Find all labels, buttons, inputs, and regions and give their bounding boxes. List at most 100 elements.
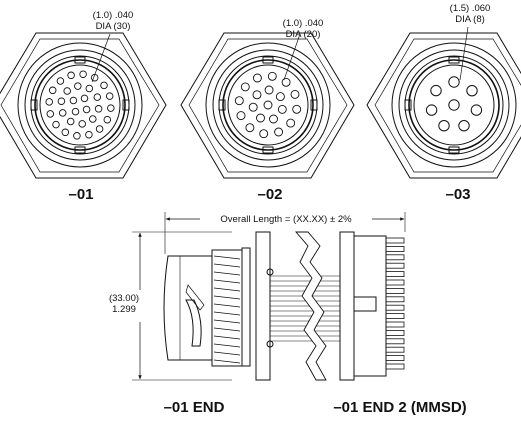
contact-pin [425, 104, 438, 116]
contact-pin [48, 86, 57, 95]
mmsd-contact [385, 355, 405, 362]
mmsd-contact [385, 313, 405, 320]
callout-02-line2: DIA (20) [286, 29, 321, 40]
ring-3 [218, 55, 318, 155]
contact-pin [281, 77, 291, 87]
contact-pin [82, 105, 91, 114]
outer-ring [17, 42, 143, 168]
contact-pin [275, 92, 285, 102]
contact-pin [57, 97, 66, 105]
ring-2 [24, 49, 136, 161]
contact-pin [94, 105, 103, 113]
wire-break [295, 231, 327, 381]
front-view-03 [366, 32, 521, 179]
contact-pin [240, 82, 250, 92]
end-label-left: –01 END [164, 399, 225, 416]
end-label-right: –01 END 2 (MMSD) [333, 399, 466, 416]
thread-line [213, 327, 241, 332]
contact-pin [100, 81, 108, 90]
contact-pin [107, 104, 115, 112]
height-inch: 1.299 [112, 304, 136, 315]
contact-pin [466, 85, 478, 97]
contact-pin [63, 87, 71, 95]
thread-line [213, 343, 241, 348]
contact-pin [269, 114, 278, 124]
contact-pin [430, 84, 442, 97]
contact-pin [61, 128, 70, 137]
key-top [74, 56, 86, 64]
contact-pin [89, 115, 97, 123]
contact-pin [66, 117, 75, 126]
mmsd-contact [385, 329, 405, 336]
key-top [262, 56, 274, 64]
ring-4 [222, 59, 314, 151]
key-right [122, 99, 130, 111]
contact-pin [58, 109, 67, 117]
callout-02-line1: (1.0) .040 [283, 18, 324, 29]
callout-01-line2: DIA (30) [96, 21, 131, 32]
thread-line [213, 255, 241, 260]
wire-bundle [270, 275, 340, 342]
mmsd-contact [385, 245, 405, 252]
thread-line [213, 319, 241, 324]
contact-pin [79, 70, 87, 78]
callout-leaders [91, 26, 469, 83]
hex-nut-outline [366, 32, 521, 179]
hex-nut-inner [374, 38, 521, 173]
contact-pin [73, 132, 81, 140]
ring-4 [34, 59, 126, 151]
ring-2 [398, 49, 510, 161]
contact-pin [292, 104, 302, 114]
contact-pin [267, 71, 277, 81]
contact-pin [458, 120, 470, 132]
key-bottom [74, 146, 86, 154]
mmsd-contact [385, 304, 405, 311]
plug-key-slot [185, 284, 205, 311]
key-bottom [262, 146, 274, 154]
callout-03-line2: DIA (8) [455, 14, 485, 25]
contact-pin [105, 92, 114, 100]
hex-nut-outline [180, 32, 355, 179]
thread-line [213, 295, 241, 300]
contact-pin [46, 110, 55, 118]
coupling-ring [211, 249, 243, 367]
mmsd-contact [385, 237, 405, 244]
insert-face [413, 64, 495, 146]
side-view [132, 212, 406, 381]
contact-pin [448, 99, 460, 111]
contact-pin [71, 107, 80, 116]
contact-pin [74, 82, 82, 90]
hex-nut-inner [188, 38, 348, 173]
height-metric: (33.00) [109, 293, 139, 304]
contact-pin [470, 104, 483, 116]
contact-pins-20 [234, 71, 302, 139]
key-right [310, 99, 318, 111]
contact-pins-8 [425, 76, 483, 132]
panel-flange [241, 247, 251, 367]
mmsd-contact [385, 287, 405, 294]
key-top [448, 56, 460, 64]
mmsd-contact [385, 271, 405, 278]
callout-03-line1: (1.5) .060 [450, 3, 491, 14]
key-bottom [448, 146, 460, 154]
mmsd-contacts [385, 237, 405, 370]
contact-pin [95, 125, 104, 133]
contact-pin [45, 98, 53, 106]
thread-line [213, 271, 241, 276]
key-left [404, 99, 412, 111]
mmsd-contact [385, 296, 405, 303]
contact-pin [67, 71, 75, 80]
callout-01-line1: (1.0) .040 [93, 10, 134, 21]
thread-line [213, 359, 241, 364]
contact-pin [85, 130, 93, 139]
contact-pin [56, 77, 65, 85]
hex-nut-inner [0, 38, 160, 173]
front-view-01 [0, 32, 167, 179]
contact-pin [78, 120, 86, 128]
contact-pin [52, 120, 60, 129]
mmsd-contact [385, 346, 405, 353]
view-label-02: –02 [257, 186, 282, 203]
thread-line [213, 311, 241, 316]
contact-pin [256, 113, 265, 123]
mmsd-housing [339, 231, 355, 381]
